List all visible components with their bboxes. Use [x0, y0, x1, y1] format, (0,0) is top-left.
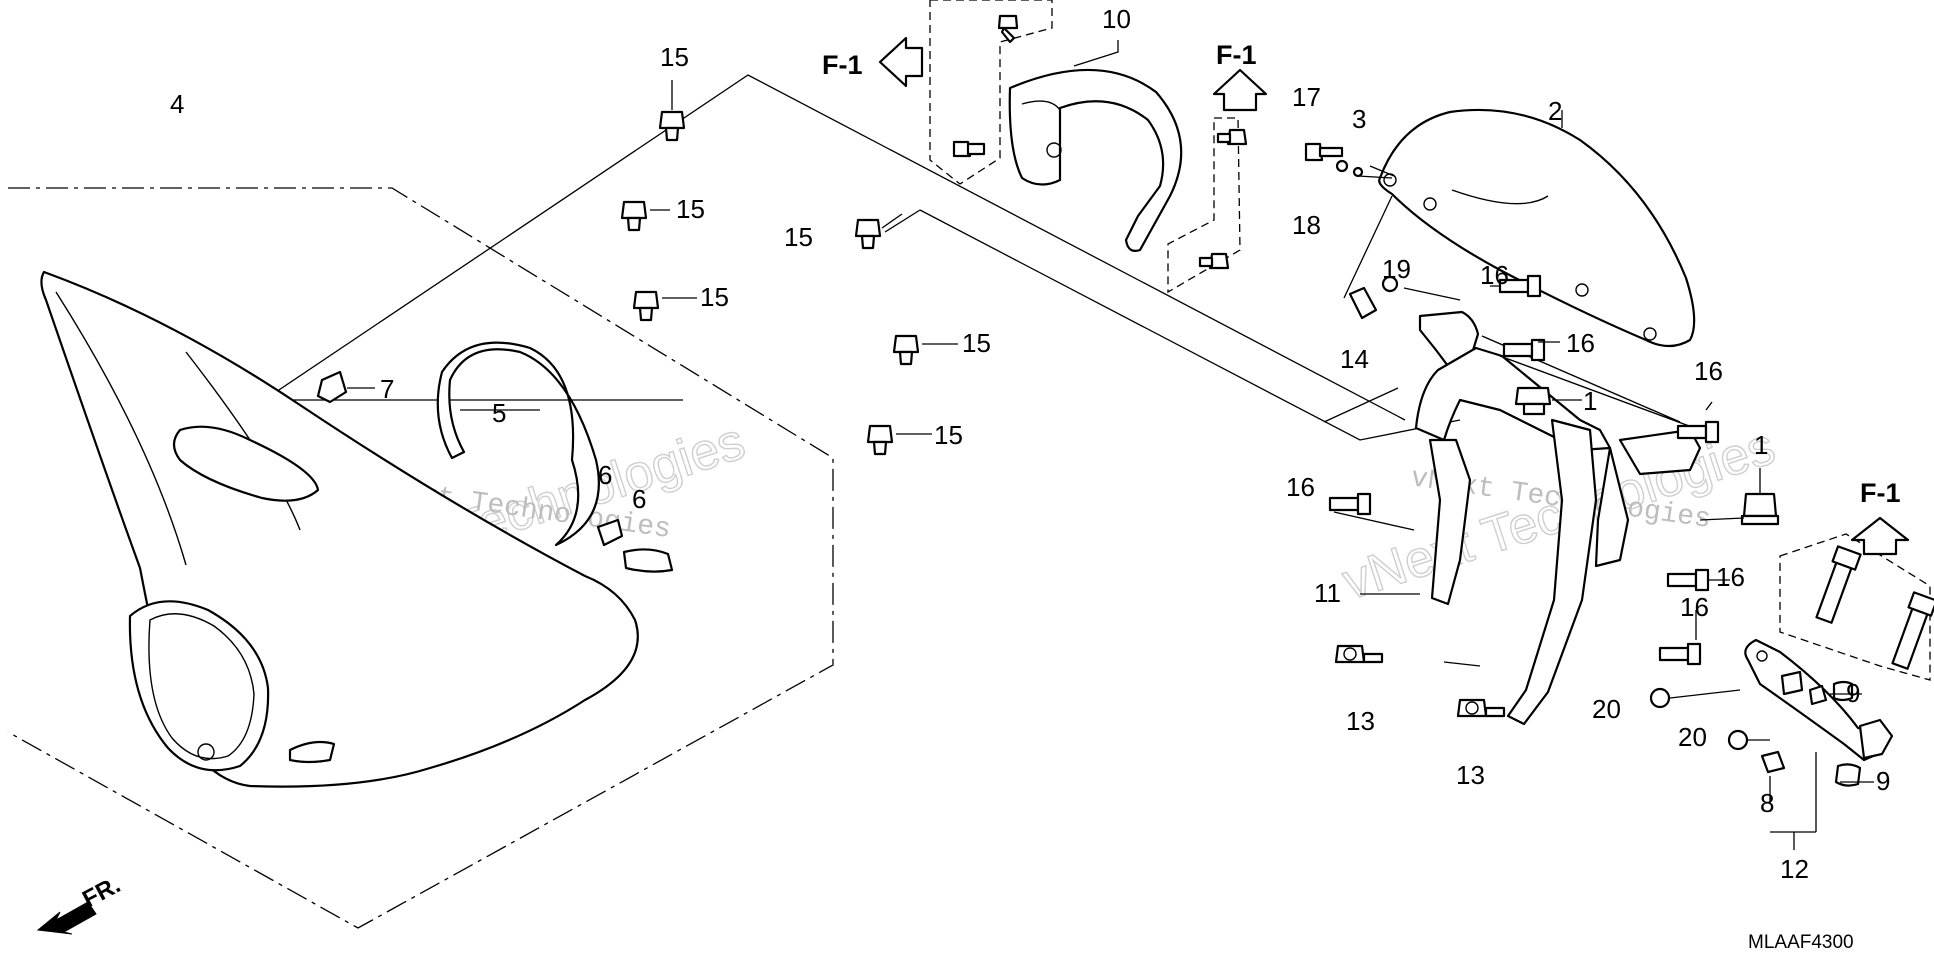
callout-20b: 20: [1678, 722, 1707, 752]
cowl-group-outline: [7, 187, 834, 929]
callout-7: 7: [380, 374, 394, 404]
clip-part: [316, 370, 375, 404]
callout-13a: 13: [1346, 706, 1375, 736]
lower-bracket-set: [1649, 533, 1934, 850]
diagram-code: MLAAF4300: [1748, 932, 1854, 953]
fasteners-f1-group: [1167, 117, 1248, 294]
callout-16b: 16: [1566, 328, 1595, 358]
callout-15a: 15: [660, 42, 689, 72]
cushions: [596, 518, 674, 573]
headlight-shell: [929, 0, 1183, 252]
callout-18: 18: [1292, 210, 1321, 240]
callout-9b: 9: [1876, 766, 1890, 796]
callout-4: 4: [170, 89, 184, 119]
callout-15c: 15: [700, 282, 729, 312]
callout-1b: 1: [1754, 430, 1768, 460]
front-direction-marker: FR.: [36, 871, 125, 935]
callout-9a: 9: [1846, 678, 1860, 708]
callout-17: 17: [1292, 82, 1321, 112]
callout-8: 8: [1760, 788, 1774, 818]
callout-6b: 6: [632, 484, 646, 514]
screw-group-outline-right: [884, 209, 1399, 423]
flow-label-middle: F-1: [1216, 40, 1257, 70]
flow-arrow-up-right: F-1: [1850, 478, 1910, 556]
callout-16e: 16: [1716, 562, 1745, 592]
callout-16a: 16: [1480, 260, 1509, 290]
bolts-16: [1328, 274, 1730, 666]
callout-16c: 16: [1694, 356, 1723, 386]
callout-14: 14: [1340, 344, 1369, 374]
bolts-13: [1334, 644, 1506, 718]
callout-16d: 16: [1286, 472, 1315, 502]
callout-11: 11: [1314, 578, 1341, 608]
fasteners-14-19: [1343, 195, 1461, 320]
flow-arrow-left: F-1: [822, 36, 924, 88]
callout-20a: 20: [1592, 694, 1621, 724]
callout-15f: 15: [934, 420, 963, 450]
callout-19: 19: [1382, 254, 1411, 284]
callout-15b: 15: [676, 194, 705, 224]
fasteners-17-18-3: [1304, 142, 1395, 179]
callout-5: 5: [492, 398, 506, 428]
flow-arrow-up-middle: F-1: [1212, 40, 1268, 112]
fairing-stay: [1333, 310, 1702, 726]
callout-6a: 6: [598, 460, 612, 490]
callout-labels: 1 1 2 3 4 5 6 6 7 8 9 9 10 11 12 13 13 1…: [170, 4, 1890, 884]
headlight-seal-ring: [436, 341, 600, 547]
callout-3: 3: [1352, 104, 1366, 134]
flow-label-right: F-1: [1860, 478, 1901, 508]
callout-15e: 15: [962, 328, 991, 358]
fairing-cowl: [40, 270, 639, 788]
callout-2: 2: [1548, 96, 1562, 126]
callout-13b: 13: [1456, 760, 1485, 790]
callout-12: 12: [1780, 854, 1809, 884]
flow-label-left: F-1: [822, 50, 863, 80]
callout-16f: 16: [1680, 592, 1709, 622]
screws-15: [620, 80, 958, 456]
grommets-1: [1514, 386, 1780, 526]
callout-10: 10: [1102, 4, 1131, 34]
callout-1a: 1: [1583, 386, 1597, 416]
inner-upper-cover: [1378, 108, 1696, 348]
callout-15d: 15: [784, 222, 813, 252]
